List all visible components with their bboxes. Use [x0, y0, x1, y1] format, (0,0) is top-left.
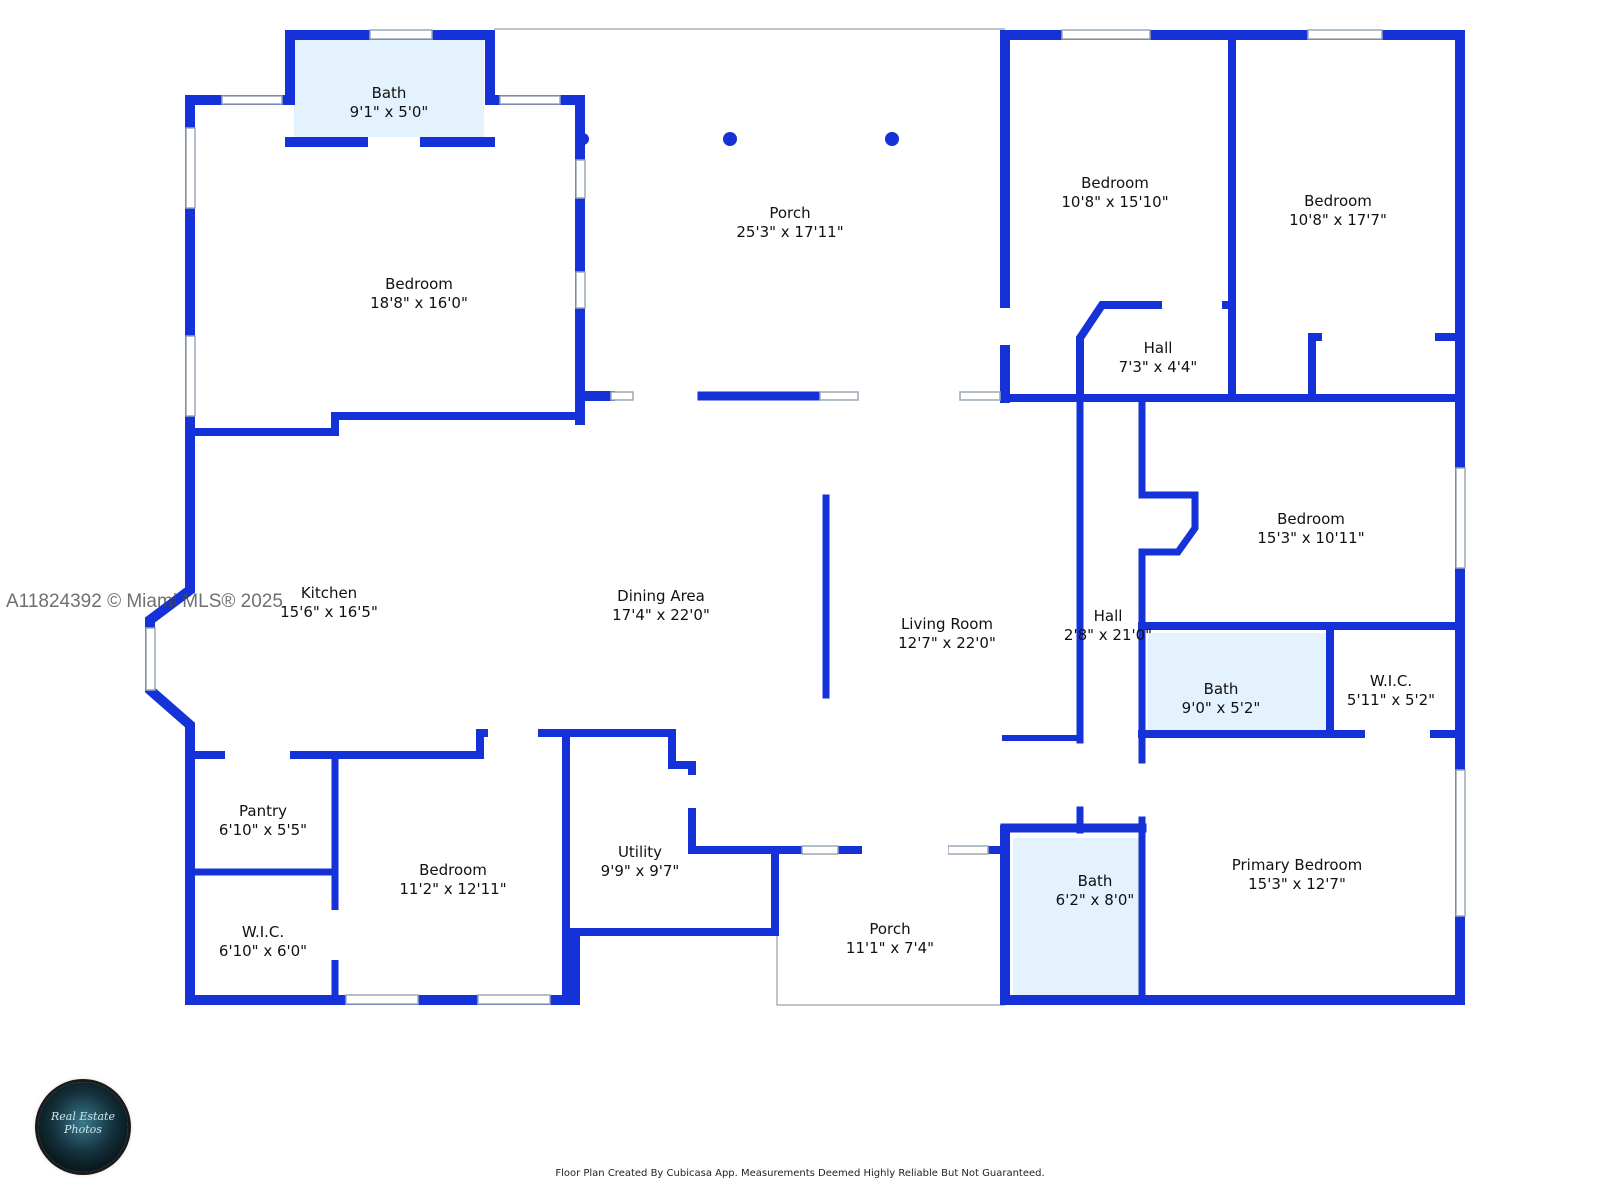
room-dim-porch-bottom: 11'1" x 7'4"	[846, 939, 934, 957]
room-dim-bath-e: 9'0" x 5'2"	[1182, 699, 1261, 717]
room-dim-bedroom-sw: 11'2" x 12'11"	[399, 880, 506, 898]
room-dim-dining: 17'4" x 22'0"	[612, 606, 710, 624]
room-dim-bath-top: 9'1" x 5'0"	[350, 103, 429, 121]
room-dim-wic-e: 5'11" x 5'2"	[1347, 691, 1435, 709]
room-dim-primary: 15'3" x 12'7"	[1248, 875, 1346, 893]
footer-disclaimer: Floor Plan Created By Cubicasa App. Meas…	[555, 1168, 1045, 1179]
room-name-bath-e: Bath	[1204, 680, 1239, 698]
room-name-primary: Primary Bedroom	[1232, 856, 1363, 874]
room-name-porch-top: Porch	[769, 204, 810, 222]
room-dim-pantry: 6'10" x 5'5"	[219, 821, 307, 839]
bath-east-fill	[1148, 633, 1331, 737]
room-dim-bedroom-nw: 18'8" x 16'0"	[370, 294, 468, 312]
room-name-hall-mid: Hall	[1094, 607, 1123, 625]
room-dim-bath-s: 6'2" x 8'0"	[1056, 891, 1135, 909]
bath-top-fill	[294, 38, 484, 142]
porch-columns	[577, 132, 899, 146]
room-name-dining: Dining Area	[617, 587, 705, 605]
room-dim-hall-top: 7'3" x 4'4"	[1119, 358, 1198, 376]
room-name-porch-bottom: Porch	[869, 920, 910, 938]
mls-watermark: A11824392 © Miami MLS® 2025	[6, 591, 283, 612]
room-name-wic-e: W.I.C.	[1370, 672, 1412, 690]
door-gaps	[225, 137, 1435, 960]
room-dim-utility: 9'9" x 9'7"	[601, 862, 680, 880]
room-name-living: Living Room	[901, 615, 993, 633]
logo-script-text: Real Estate Photos	[51, 1110, 115, 1136]
room-name-bedroom-n2: Bedroom	[1304, 192, 1372, 210]
room-dim-living: 12'7" x 22'0"	[898, 634, 996, 652]
room-name-bedroom-nw: Bedroom	[385, 275, 453, 293]
room-dim-wic-sw: 6'10" x 6'0"	[219, 942, 307, 960]
room-name-bedroom-e: Bedroom	[1277, 510, 1345, 528]
room-name-hall-top: Hall	[1144, 339, 1173, 357]
room-name-bath-top: Bath	[372, 84, 407, 102]
room-dim-bedroom-n2: 10'8" x 17'7"	[1289, 211, 1387, 229]
room-name-bath-s: Bath	[1078, 872, 1113, 890]
room-name-pantry: Pantry	[239, 802, 287, 820]
room-dim-porch-top: 25'3" x 17'11"	[736, 223, 843, 241]
room-name-bedroom-sw: Bedroom	[419, 861, 487, 879]
room-name-utility: Utility	[618, 843, 662, 861]
room-name-bedroom-n1: Bedroom	[1081, 174, 1149, 192]
bath-fills	[294, 38, 1331, 998]
room-name-wic-sw: W.I.C.	[242, 923, 284, 941]
room-dim-bedroom-n1: 10'8" x 15'10"	[1061, 193, 1168, 211]
bath-south-fill	[1013, 838, 1145, 998]
room-dim-bedroom-e: 15'3" x 10'11"	[1257, 529, 1364, 547]
room-dim-hall-mid: 2'8" x 21'0"	[1064, 626, 1152, 644]
porch-outlines	[494, 28, 1005, 1006]
windows	[145, 29, 1466, 1005]
room-labels: Bath 9'1" x 5'0" Bedroom 18'8" x 16'0" P…	[219, 84, 1435, 960]
room-dim-kitchen: 15'6" x 16'5"	[280, 603, 378, 621]
room-name-kitchen: Kitchen	[301, 584, 357, 602]
photographer-logo: Real Estate Photos	[38, 1082, 128, 1172]
